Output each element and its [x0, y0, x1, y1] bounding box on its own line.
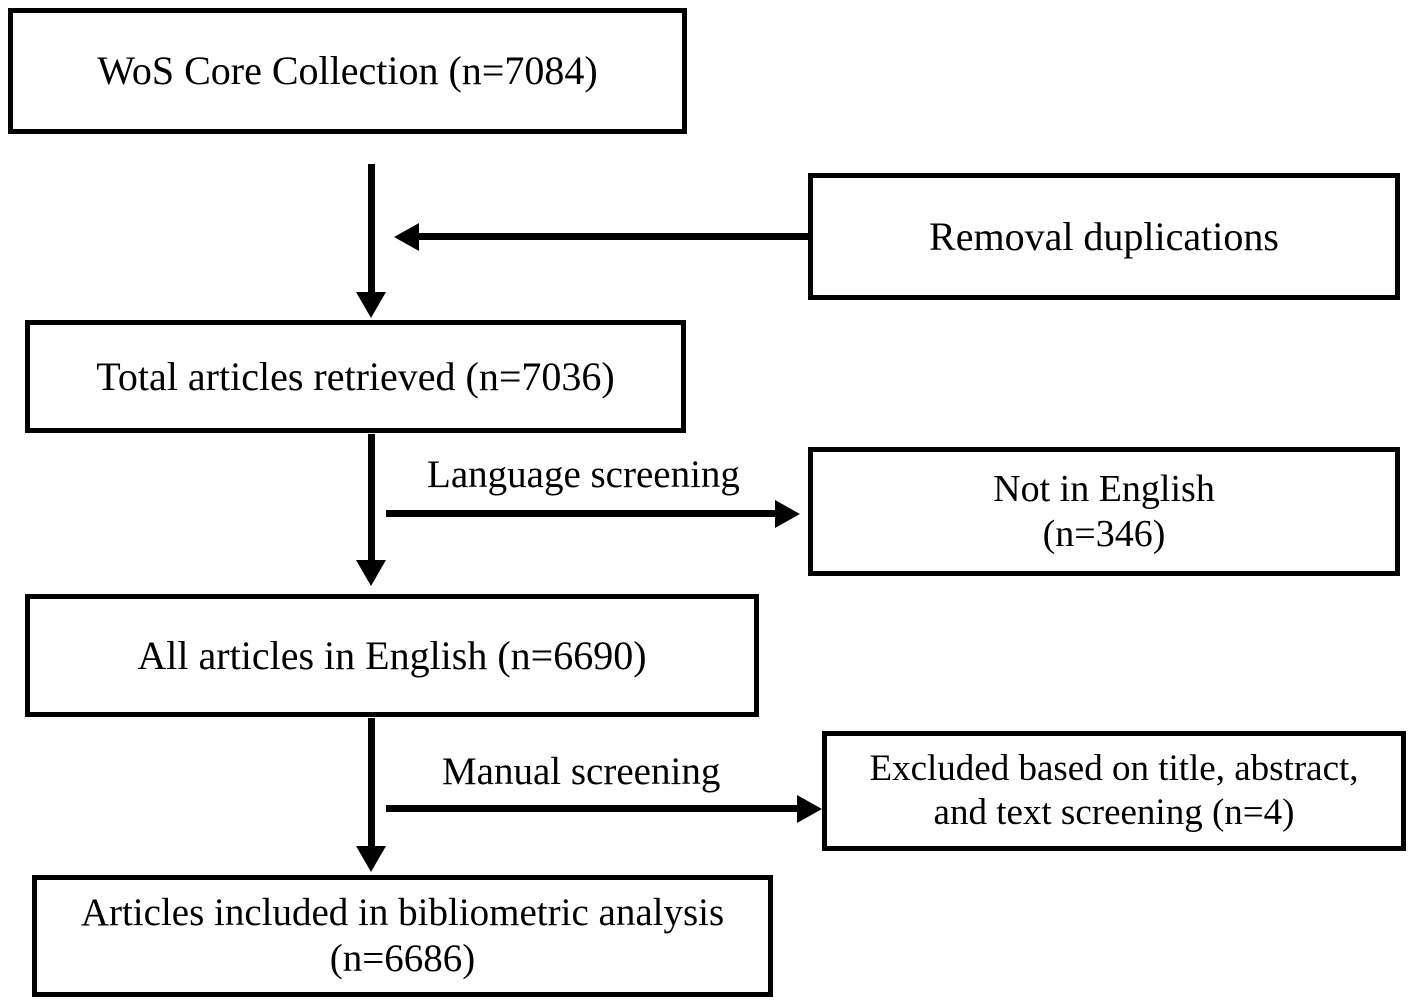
node-not-in-english: Not in English (n=346): [808, 447, 1400, 576]
node-all-articles-in-english: All articles in English (n=6690): [25, 594, 759, 717]
connector-wos-to-total-line: [368, 164, 375, 298]
connector-english-to-included-line: [368, 718, 375, 852]
arrow-left-icon-duplications: [394, 223, 419, 251]
node-wos-core-collection: WoS Core Collection (n=7084): [8, 8, 687, 134]
connector-duplications-to-trunk-line: [418, 233, 810, 240]
connector-total-to-english-line: [368, 434, 375, 564]
arrow-down-icon-wos-to-total: [356, 292, 386, 318]
arrow-down-icon-english-to-included: [356, 846, 386, 872]
edge-label-language-screening: Language screening: [427, 453, 740, 496]
arrow-right-icon-manual-screening: [797, 795, 822, 823]
arrow-right-icon-language-screening: [775, 500, 800, 528]
node-total-articles-retrieved: Total articles retrieved (n=7036): [25, 320, 686, 433]
arrow-down-icon-total-to-english: [356, 560, 386, 586]
node-articles-included-bibliometric-analysis: Articles included in bibliometric analys…: [32, 875, 773, 997]
edge-label-manual-screening: Manual screening: [442, 750, 721, 793]
connector-language-screening-line: [386, 510, 776, 517]
node-removal-duplications: Removal duplications: [808, 173, 1400, 300]
node-excluded-title-abstract-text: Excluded based on title, abstract, and t…: [822, 731, 1406, 851]
connector-manual-screening-line: [386, 805, 798, 812]
